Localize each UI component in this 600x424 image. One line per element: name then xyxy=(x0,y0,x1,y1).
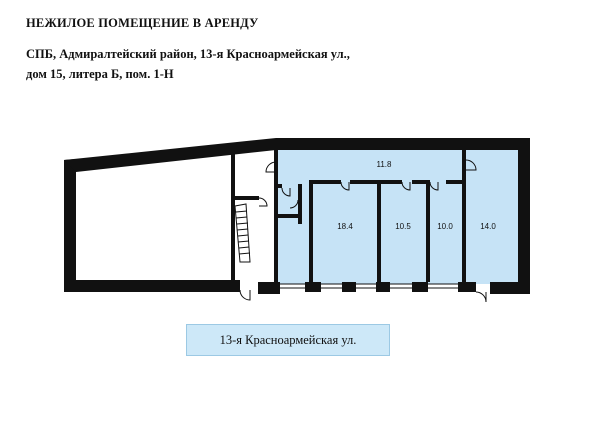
room-area-label: 10.0 xyxy=(437,222,453,231)
page-title: НЕЖИЛОЕ ПОМЕЩЕНИЕ В АРЕНДУ xyxy=(26,16,259,30)
address-line-2: дом 15, литера Б, пом. 1-Н xyxy=(26,67,174,81)
room-area-label: 18.4 xyxy=(337,222,353,231)
room-area-label: 14.0 xyxy=(480,222,496,231)
staircase xyxy=(234,203,251,263)
outer-walls xyxy=(64,138,530,294)
room-area-label: 11.8 xyxy=(377,160,393,169)
street-label: 13-я Красноармейская ул. xyxy=(186,324,390,356)
address-line-1: СПБ, Адмиралтейский район, 13-я Красноар… xyxy=(26,47,350,61)
address: СПБ, Адмиралтейский район, 13-я Красноар… xyxy=(26,44,350,84)
room-area-label: 10.5 xyxy=(395,222,411,231)
windows xyxy=(280,283,458,289)
door-swings xyxy=(239,159,487,303)
interior-walls xyxy=(231,146,466,284)
